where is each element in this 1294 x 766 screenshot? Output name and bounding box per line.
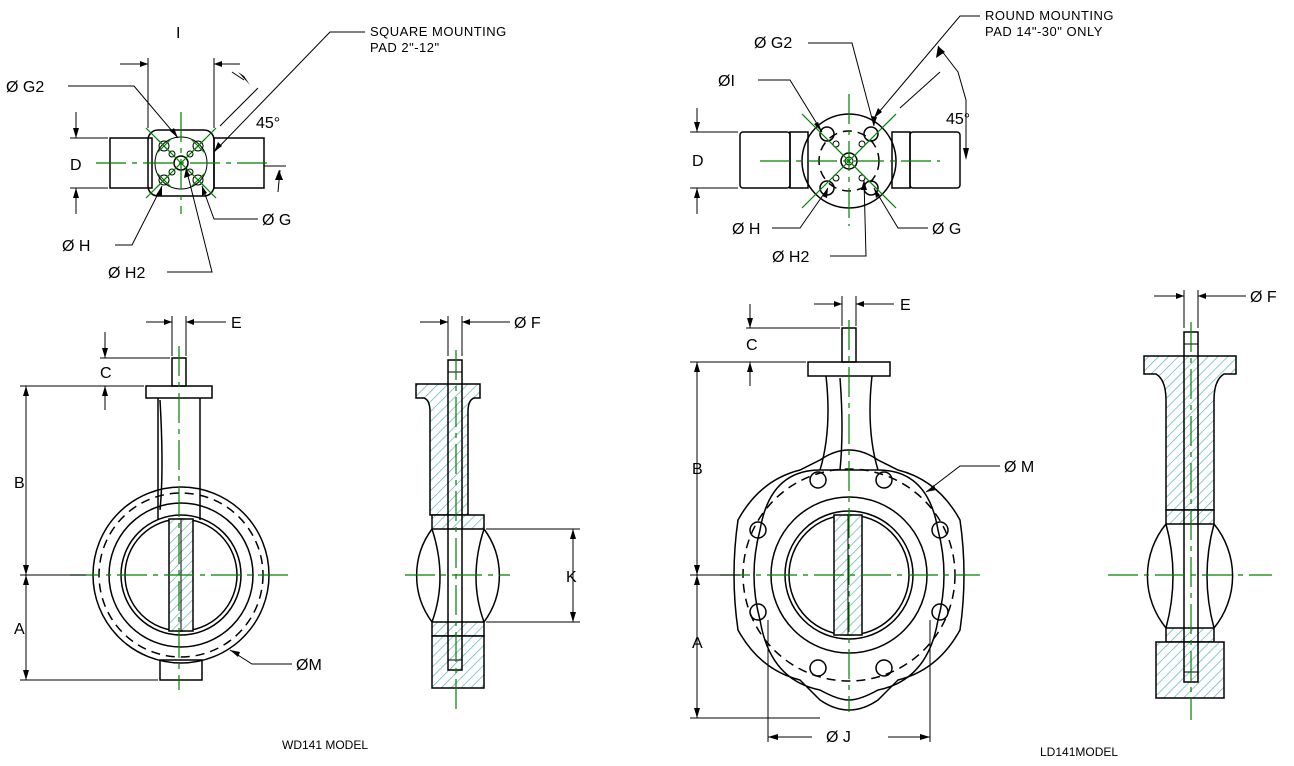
dim-b-wafer: B (14, 475, 25, 492)
round-pad-top-view (690, 15, 980, 257)
dim-h-square: Ø H (62, 238, 90, 255)
dim-a-wafer: A (14, 621, 25, 638)
round-pad-note-line2: PAD 14"-30" ONLY (985, 24, 1103, 39)
model-label-wafer: WD141 MODEL (282, 738, 368, 752)
dim-a-lug: A (692, 635, 703, 652)
dim-f-wafer: Ø F (514, 315, 541, 332)
dim-c-lug: C (746, 337, 758, 354)
model-label-lug: LD141MODEL (1040, 745, 1118, 759)
dim-k-wafer: K (566, 569, 577, 586)
dim-i-round: ØI (718, 73, 735, 90)
dim-g2-square: Ø G2 (6, 79, 44, 96)
dim-g-round: Ø G (932, 221, 961, 238)
dim-g2-round: Ø G2 (754, 35, 792, 52)
dim-e-lug: E (900, 297, 911, 314)
dim-m-lug: Ø M (1004, 459, 1034, 476)
dim-j-lug: Ø J (826, 729, 851, 746)
lug-front-view (690, 296, 1000, 742)
dim-d-round: D (692, 153, 704, 170)
dim-m-wafer: ØM (296, 657, 322, 674)
square-pad-top-view (68, 31, 365, 273)
dim-g-square: Ø G (262, 212, 291, 229)
dim-h-round: Ø H (732, 221, 760, 238)
wafer-front-view (20, 316, 292, 690)
wafer-side-view (405, 316, 580, 712)
dim-c-wafer: C (100, 365, 112, 382)
square-pad-note-line1: SQUARE MOUNTING (370, 24, 507, 39)
lug-bolt-holes (749, 471, 949, 677)
dim-h2-round: Ø H2 (772, 249, 809, 266)
dim-h2-square: Ø H2 (108, 265, 145, 282)
dim-e-wafer: E (231, 315, 242, 332)
dim-i-square: I (176, 25, 180, 42)
angle-45-square: 45° (256, 115, 280, 132)
angle-45-round: 45° (946, 111, 970, 128)
square-pad-note: SQUARE MOUNTING PAD 2"-12" (370, 24, 507, 55)
dim-d-square: D (70, 157, 82, 174)
round-pad-note: ROUND MOUNTING PAD 14"-30" ONLY (985, 8, 1114, 39)
square-pad-note-line2: PAD 2"-12" (370, 40, 440, 55)
dim-b-lug: B (692, 461, 703, 478)
lug-side-view (1108, 290, 1272, 720)
dim-f-lug: Ø F (1250, 289, 1277, 306)
round-pad-note-line1: ROUND MOUNTING (985, 8, 1114, 23)
